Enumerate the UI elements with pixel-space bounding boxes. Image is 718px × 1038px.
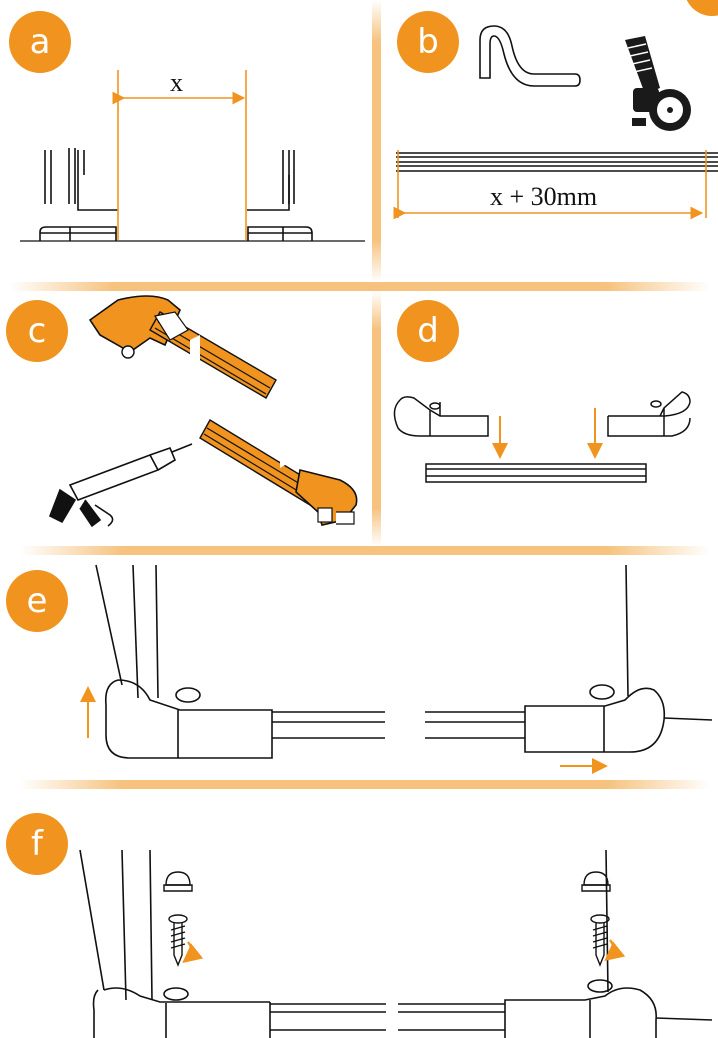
caulk-gun-icon xyxy=(48,443,193,528)
separator-h2 xyxy=(20,546,710,555)
separator-v2 xyxy=(372,291,381,546)
panel-c-bottom-rail xyxy=(199,419,358,526)
separator-h3 xyxy=(20,780,710,789)
rotation-arrow-icon xyxy=(182,939,626,964)
step-badge-e: e xyxy=(6,570,68,632)
panel-a xyxy=(20,148,365,242)
bent-rail-icon xyxy=(479,25,581,87)
step-badge-f: f xyxy=(6,813,68,875)
panel-c-top-rail xyxy=(88,295,277,399)
screw-icon xyxy=(168,914,610,967)
panel-f xyxy=(79,849,713,1038)
down-arrow-icon xyxy=(492,408,603,459)
panel-a-dimension xyxy=(112,70,247,240)
step-badge-b: b xyxy=(397,11,459,73)
angle-grinder-icon xyxy=(625,36,691,131)
step-badge-c: c xyxy=(6,300,68,362)
corner-badge xyxy=(686,0,718,16)
cut-length-label: x + 30mm xyxy=(490,182,598,211)
panel-b-dimension xyxy=(393,150,707,220)
panel-b-rail xyxy=(396,152,718,172)
cover-cap-icon xyxy=(163,871,611,892)
step-badge-a: a xyxy=(9,11,71,73)
panel-e xyxy=(95,564,713,759)
step-badge-d: d xyxy=(397,300,459,362)
separator-h1 xyxy=(10,282,710,291)
separator-v1 xyxy=(372,0,381,282)
panel-d xyxy=(393,391,691,483)
gap-dimension-label: x xyxy=(170,68,183,97)
